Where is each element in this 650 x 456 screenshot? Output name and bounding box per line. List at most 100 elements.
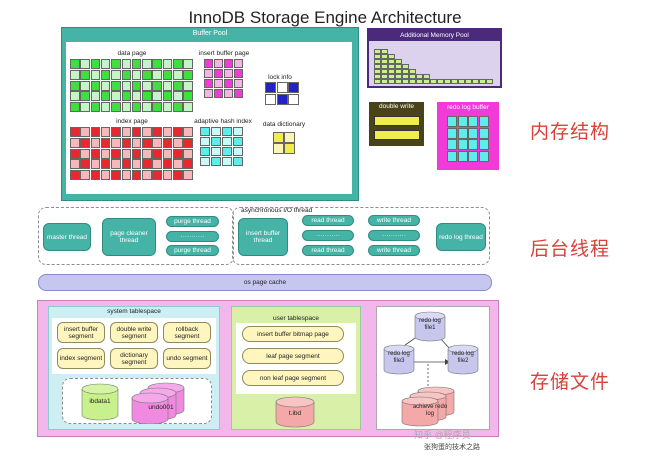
redo-log-file1-cylinder (414, 311, 446, 342)
page-cell (90, 148, 101, 159)
page-cell (90, 69, 101, 80)
page-cell (478, 139, 489, 150)
page-cell (111, 59, 121, 69)
page-cell (121, 159, 131, 170)
purge-thread-dots: ··········· (166, 231, 219, 242)
page-cell (183, 69, 193, 80)
page-cell (183, 159, 193, 170)
page-cell (121, 69, 131, 80)
page-cell (111, 159, 121, 170)
read-thread: read thread (302, 215, 354, 226)
non-leaf-page-segment: non leaf page segment (242, 370, 344, 386)
page-cell (70, 127, 80, 137)
watermark-subtitle: 张狗蛋的技术之路 (424, 443, 480, 451)
read-thread: read thread (302, 245, 354, 256)
page-cell (100, 170, 111, 181)
page-cell (222, 147, 233, 157)
page-cell (211, 147, 222, 157)
page-cell (211, 157, 222, 167)
page-cell (183, 148, 193, 159)
ibdata1-label: ibdata1 (89, 398, 111, 405)
page-cell (234, 59, 244, 69)
page-cell (162, 102, 173, 113)
page-cell (80, 170, 90, 181)
memory-pool-cell (381, 64, 388, 69)
page-cell (80, 69, 90, 80)
page-cell (162, 80, 173, 91)
page-cell (447, 139, 457, 150)
page-cell (288, 82, 299, 93)
undo001-cylinder (131, 382, 185, 424)
page-cell (222, 127, 233, 137)
insert-buffer-bitmap-page: insert buffer bitmap page (242, 326, 344, 342)
page-cell (111, 69, 121, 80)
page-cell (204, 69, 214, 79)
page-cell (478, 127, 489, 139)
page-cell (233, 147, 244, 157)
page-cell (200, 137, 211, 147)
page-cell (152, 80, 162, 91)
memory-pool-cell (437, 79, 444, 84)
page-cell (214, 59, 224, 69)
page-cell (90, 159, 101, 170)
page-cell (131, 91, 142, 102)
diagram-title: InnoDB Storage Engine Architecture (188, 8, 462, 27)
memory-pool-cell (402, 64, 409, 69)
master-thread: master thread (43, 223, 91, 251)
page-cell (162, 159, 173, 170)
page-cell (121, 102, 131, 113)
page-cell (162, 170, 173, 181)
page-cell (478, 116, 489, 127)
page-cell (200, 157, 211, 167)
page-cell (152, 59, 162, 69)
page-cell (183, 102, 193, 113)
page-cell (131, 59, 142, 69)
write-thread-dots: ··········· (368, 230, 420, 241)
page-cell (204, 59, 214, 69)
page-cell (173, 91, 183, 102)
page-cell (288, 93, 299, 105)
additional-memory-pool-staircase (374, 44, 494, 84)
page-cell (214, 89, 224, 99)
page-cell (90, 170, 101, 181)
watermark: 知乎 @程序员 (414, 430, 471, 440)
page-cell (204, 89, 214, 99)
page-cell (183, 91, 193, 102)
memory-pool-cell (395, 74, 402, 79)
storage-files-label: 存储文件 (530, 371, 611, 393)
memory-pool-cell (381, 79, 388, 84)
page-cell (173, 159, 183, 170)
page-cell (183, 80, 193, 91)
page-cell (468, 139, 478, 150)
rollback-segment: rollback segment (163, 322, 211, 343)
page-cell (100, 59, 111, 69)
lock-info-grid (265, 82, 300, 105)
page-cell (70, 159, 80, 170)
page-cell (284, 143, 295, 154)
memory-pool-cell (486, 79, 493, 84)
memory-pool-cell (402, 69, 409, 74)
page-cell (80, 102, 90, 113)
page-cell (121, 80, 131, 91)
double-write-label: double write (378, 103, 415, 110)
page-cell (478, 150, 489, 162)
memory-pool-cell (388, 54, 395, 59)
memory-pool-cell (430, 79, 437, 84)
lock-info-label: lock info (268, 74, 292, 81)
page-cell (173, 69, 183, 80)
page-cell (162, 91, 173, 102)
redo-log-file2-cylinder (447, 344, 479, 375)
page-cell (111, 170, 121, 181)
page-cell (121, 137, 131, 148)
memory-pool-cell (374, 54, 381, 59)
memory-pool-cell (374, 59, 381, 64)
page-cell (173, 102, 183, 113)
data-page-grid (70, 59, 194, 115)
page-cell (152, 69, 162, 80)
page-cell (233, 157, 244, 167)
page-cell (447, 116, 457, 127)
page-cell (284, 132, 295, 143)
achieve-redo-log-label: achieve redo log (412, 404, 448, 417)
read-thread-dots: ··········· (302, 230, 354, 241)
page-cell (121, 59, 131, 69)
